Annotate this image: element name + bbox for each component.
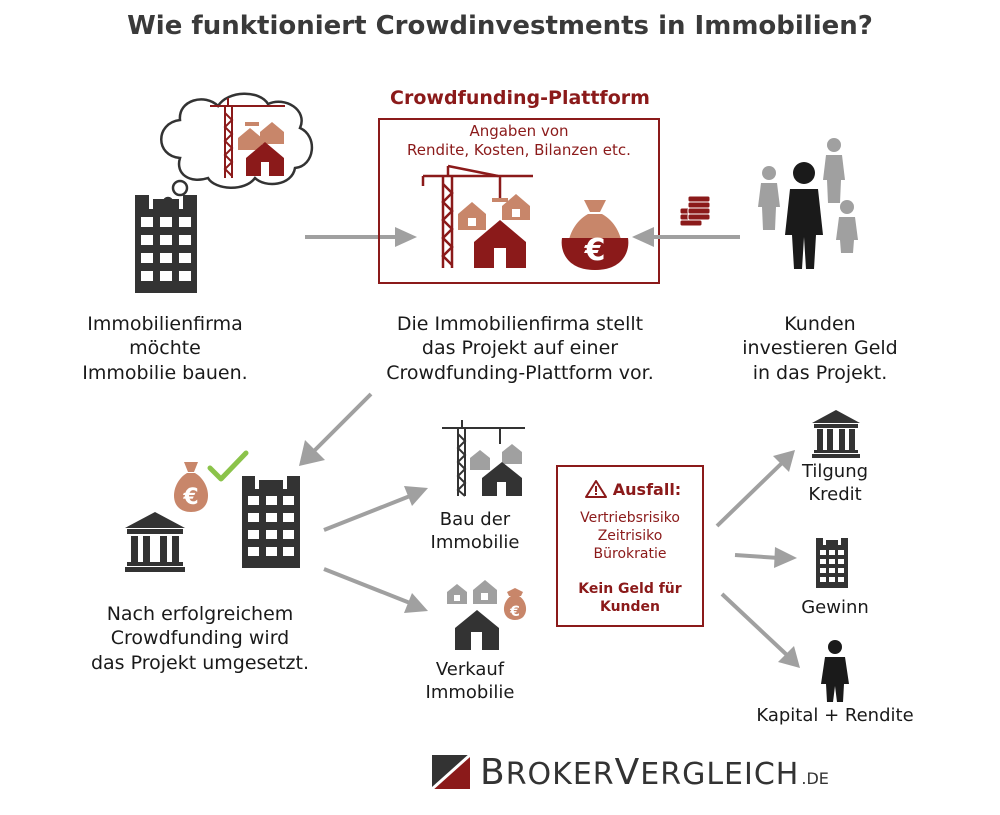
svg-text:€: €	[509, 604, 520, 620]
risk-box	[556, 465, 704, 627]
risk-item: Bürokratie	[593, 546, 667, 563]
caption-line: Crowdfunding wird	[110, 627, 290, 650]
brand-name: BROKERVERGLEICH.DE	[480, 752, 829, 793]
warning-icon	[584, 480, 607, 498]
svg-text:€: €	[584, 233, 606, 268]
caption-present: Die Immobilienfirma stellt das Projekt a…	[355, 312, 685, 385]
risk-title: Ausfall:	[612, 479, 682, 499]
caption-line: Kunden	[784, 313, 856, 335]
brand-letter: V	[614, 751, 641, 793]
platform-box	[378, 118, 660, 284]
person-icon	[821, 640, 849, 702]
caption-implement: Nach erfolgreichem Crowdfunding wird das…	[65, 602, 335, 675]
coin-stack-icon	[679, 195, 711, 227]
platform-info-line: Rendite, Kosten, Bilanzen etc.	[407, 141, 631, 160]
company-building-icon	[135, 195, 197, 293]
caption-repayment: Tilgung Kredit	[770, 460, 900, 506]
crane-houses-icon	[442, 420, 525, 497]
brand-word: ROKER	[505, 756, 615, 792]
brand-word: ERGLEICH	[640, 756, 800, 792]
caption-line: das Projekt auf einer	[421, 337, 619, 360]
caption-profit: Gewinn	[801, 597, 869, 618]
main-title: Wie funktioniert Crowdinvestments in Imm…	[127, 11, 873, 41]
caption-capital: Kapital + Rendite	[756, 705, 914, 726]
company-building-icon	[242, 476, 300, 568]
bank-icon	[125, 512, 185, 572]
caption-line: Tilgung	[801, 461, 869, 482]
arrow-down-right-icon	[720, 592, 800, 668]
money-bag-icon: €	[173, 462, 209, 512]
bank-icon	[812, 410, 860, 458]
houses-money-icon: €	[447, 580, 527, 650]
brand-tld: .DE	[801, 768, 829, 788]
caption-build: Bau der Immobilie	[415, 508, 535, 554]
brand-mark-icon	[430, 753, 472, 791]
caption-line: Nach erfolgreichem	[106, 603, 294, 625]
risk-list: Vertriebsrisiko Zeitrisiko Bürokratie	[558, 509, 702, 564]
arrow-down-right-icon	[323, 567, 428, 613]
building-icon	[816, 538, 848, 588]
arrow-right-icon	[305, 227, 417, 247]
checkmark-icon	[207, 450, 249, 482]
platform-info: Angaben von Rendite, Kosten, Bilanzen et…	[380, 122, 658, 160]
customers-icon	[758, 138, 858, 269]
caption-line: in das Projekt.	[752, 361, 888, 384]
risk-item: Vertriebsrisiko	[580, 510, 680, 526]
svg-text:€: €	[182, 485, 198, 510]
caption-line: Kredit	[808, 484, 862, 506]
arrow-right-icon	[734, 547, 797, 568]
caption-line: möchte	[129, 337, 201, 360]
caption-line: Immobilie bauen.	[82, 361, 248, 384]
caption-line: investieren Geld	[742, 337, 898, 360]
crane-houses-icon	[421, 164, 533, 268]
risk-item: Zeitrisiko	[597, 528, 663, 545]
arrow-down-left-icon	[299, 392, 373, 466]
platform-info-line: Angaben von	[469, 122, 569, 140]
thought-bubble-icon	[160, 92, 314, 208]
risk-result-line: Kunden	[599, 599, 661, 616]
money-bag-icon: €	[561, 200, 629, 270]
caption-line: Immobilie	[430, 532, 520, 554]
caption-sell: Verkauf Immobilie	[410, 658, 530, 704]
risk-result: Kein Geld für Kunden	[558, 580, 702, 616]
arrow-left-icon	[632, 227, 740, 247]
risk-header: Ausfall:	[568, 476, 698, 502]
risk-result-line: Kein Geld für	[578, 581, 682, 597]
caption-line: Bau der	[439, 509, 511, 530]
caption-line: Immobilienfirma	[87, 313, 243, 335]
brand-logo: BROKERVERGLEICH.DE	[430, 752, 829, 793]
brand-letter: B	[480, 751, 506, 793]
caption-line: Immobilie	[425, 682, 515, 704]
caption-line: das Projekt umgesetzt.	[90, 651, 310, 674]
platform-title: Crowdfunding-Plattform	[390, 87, 650, 109]
caption-line: Crowdfunding-Plattform vor.	[386, 361, 654, 384]
caption-company: Immobilienfirma möchte Immobilie bauen.	[60, 312, 270, 385]
arrow-up-right-icon	[715, 450, 795, 528]
arrow-up-right-icon	[323, 486, 428, 532]
caption-customers: Kunden investieren Geld in das Projekt.	[720, 312, 920, 385]
caption-line: Verkauf	[435, 659, 505, 680]
caption-line: Die Immobilienfirma stellt	[396, 313, 644, 335]
